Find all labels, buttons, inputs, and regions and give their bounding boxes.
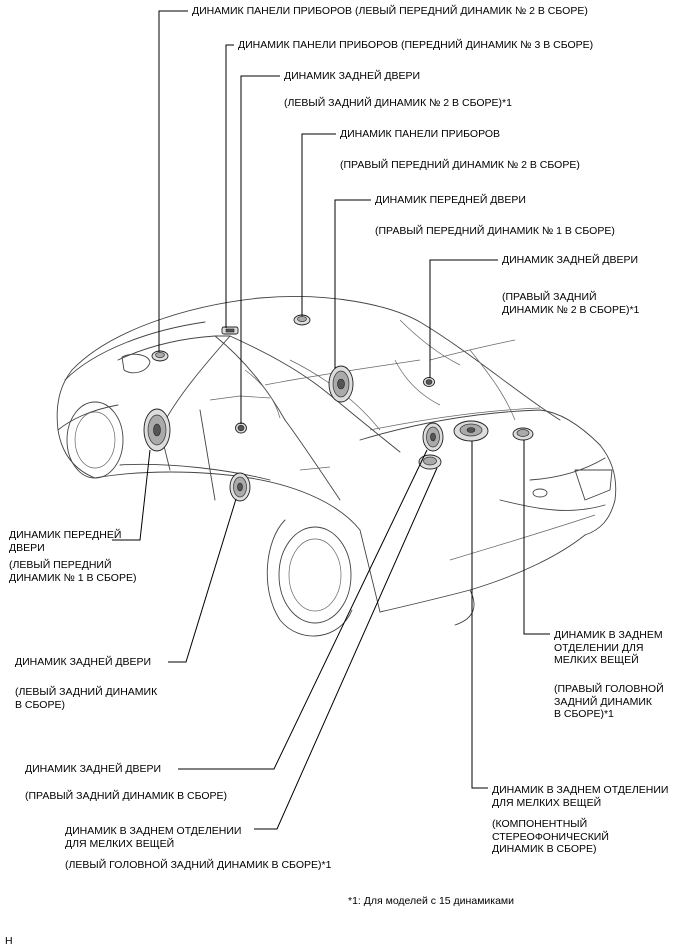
label-rear-door-right-2-title: ДИНАМИК ЗАДНЕЙ ДВЕРИ (502, 254, 639, 266)
label-rear-door-left-title: ДИНАМИК ЗАДНЕЙ ДВЕРИ (15, 656, 152, 668)
leader-rear-door-left-2 (240, 75, 280, 424)
label-rear-door-left-2-sub: (ЛЕВЫЙ ЗАДНИЙ ДИНАМИК № 2 В СБОРЕ)*1 (284, 97, 512, 109)
label-rear-shelf-right-sub: (ПРАВЫЙ ГОЛОВНОЙ ЗАДНИЙ ДИНАМИК В СБОРЕ)… (554, 683, 664, 720)
label-rear-door-left-2-title: ДИНАМИК ЗАДНЕЙ ДВЕРИ (284, 70, 421, 82)
car-body (56, 296, 617, 637)
label-rear-shelf-left-title: ДИНАМИК В ЗАДНЕМ ОТДЕЛЕНИИ ДЛЯ МЕЛКИХ ВЕ… (65, 825, 242, 850)
speaker-front-door-right (328, 365, 354, 403)
speaker-rear-shelf-stereo (453, 420, 489, 442)
label-rear-shelf-left-sub: (ЛЕВЫЙ ГОЛОВНОЙ ЗАДНИЙ ДИНАМИК В СБОРЕ)*… (65, 859, 332, 871)
label-rear-shelf-stereo-title: ДИНАМИК В ЗАДНЕМ ОТДЕЛЕНИИ ДЛЯ МЕЛКИХ ВЕ… (492, 784, 669, 809)
footnote: *1: Для моделей с 15 динамиками (348, 895, 515, 907)
speaker-rear-door-left (229, 472, 251, 502)
label-front-door-left-sub: (ЛЕВЫЙ ПЕРЕДНИЙ ДИНАМИК № 1 В СБОРЕ) (9, 559, 137, 584)
corner-mark: H (5, 935, 13, 947)
label-rear-shelf-stereo-sub: (КОМПОНЕНТНЫЙ СТЕРЕОФОНИЧЕСКИЙ ДИНАМИК В… (492, 818, 609, 855)
leader-rear-door-right (178, 449, 428, 770)
leader-front-door-left (112, 449, 151, 541)
speaker-rear-shelf-left (418, 454, 442, 470)
speaker-ip-right-front-2 (293, 314, 311, 326)
leader-front-door-right (334, 199, 371, 368)
speaker-rear-door-left-2 (235, 422, 247, 434)
label-rear-door-right-title: ДИНАМИК ЗАДНЕЙ ДВЕРИ (25, 763, 162, 775)
leader-rear-shelf-right (523, 440, 550, 635)
label-rear-shelf-right-title: ДИНАМИК В ЗАДНЕМ ОТДЕЛЕНИИ ДЛЯ МЕЛКИХ ВЕ… (554, 629, 663, 666)
label-rear-door-right-2-sub: (ПРАВЫЙ ЗАДНИЙ ДИНАМИК № 2 В СБОРЕ)*1 (502, 291, 640, 316)
speaker-rear-shelf-right (512, 427, 534, 441)
speaker-front-door-left (143, 408, 171, 452)
leader-rear-door-right-2 (429, 259, 498, 378)
leader-rear-shelf-stereo (471, 441, 488, 789)
label-rear-door-right-sub: (ПРАВЫЙ ЗАДНИЙ ДИНАМИК В СБОРЕ) (25, 790, 228, 802)
label-ip-front-3: ДИНАМИК ПАНЕЛИ ПРИБОРОВ (ПЕРЕДНИЙ ДИНАМИ… (238, 39, 594, 51)
speaker-ip-front-3 (221, 326, 239, 335)
leader-lines (112, 10, 550, 830)
label-rear-door-left-sub: (ЛЕВЫЙ ЗАДНИЙ ДИНАМИК В СБОРЕ) (15, 686, 158, 711)
leader-ip-front-3 (225, 44, 234, 328)
label-front-door-right-sub: (ПРАВЫЙ ПЕРЕДНИЙ ДИНАМИК № 1 В СБОРЕ) (375, 225, 615, 237)
speaker-ip-left-front-2 (151, 350, 169, 362)
label-front-door-right-title: ДИНАМИК ПЕРЕДНЕЙ ДВЕРИ (375, 194, 526, 206)
label-ip-left-front-2: ДИНАМИК ПАНЕЛИ ПРИБОРОВ (ЛЕВЫЙ ПЕРЕДНИЙ … (192, 5, 588, 17)
speaker-rear-door-right (422, 422, 444, 452)
leader-rear-door-left (168, 498, 237, 663)
leader-ip-right-front-2 (301, 133, 336, 316)
label-ip-right-2-title: ДИНАМИК ПАНЕЛИ ПРИБОРОВ (340, 128, 501, 140)
label-ip-right-2-sub: (ПРАВЫЙ ПЕРЕДНИЙ ДИНАМИК № 2 В СБОРЕ) (340, 159, 580, 171)
label-front-door-left-title: ДИНАМИК ПЕРЕДНЕЙ ДВЕРИ (9, 529, 122, 554)
speaker-rear-door-right-2 (423, 377, 435, 387)
leader-rear-shelf-left (254, 467, 438, 830)
leader-ip-left-front-2 (158, 10, 188, 352)
